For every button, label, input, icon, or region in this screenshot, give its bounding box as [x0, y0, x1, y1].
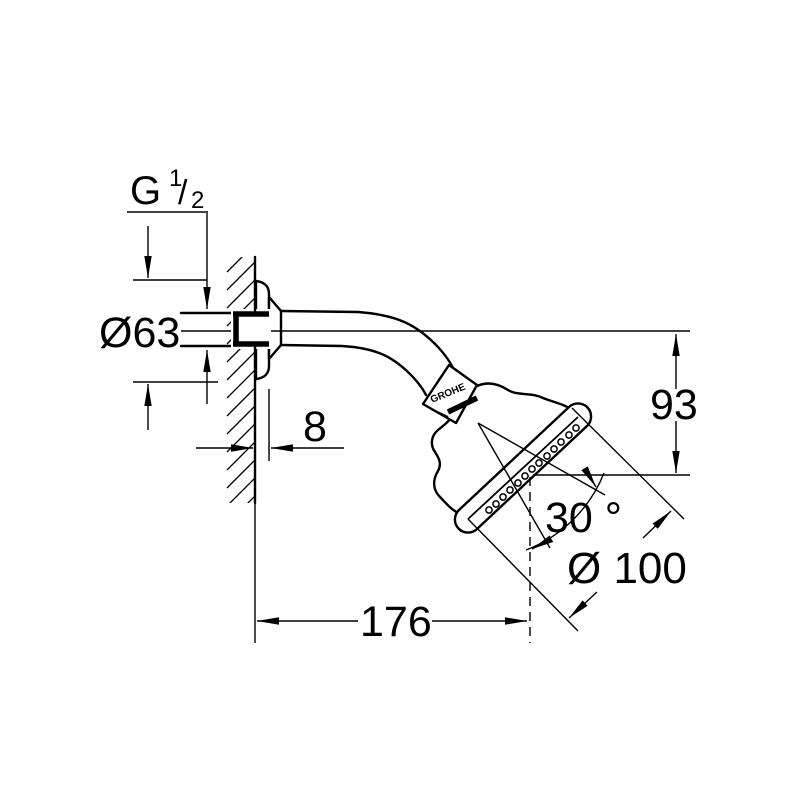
connection-nut: GROHE — [421, 363, 479, 425]
wall-offset-dimension: 8 — [196, 389, 344, 461]
flange-diameter-label: Ø63 — [99, 309, 180, 357]
supply-pipe — [179, 311, 242, 348]
thread-dimension: G 1 / 2 — [127, 165, 211, 404]
thread-size-denominator: 2 — [191, 187, 204, 214]
thread-size-slash: / — [178, 174, 188, 212]
flange-diameter-dimension: Ø63 — [99, 226, 218, 430]
wall-hatching — [226, 257, 256, 503]
head-diameter-dimension: Ø 100 — [467, 407, 687, 632]
head-diameter-label: Ø 100 — [567, 544, 687, 593]
thread-size-numerator: 1 — [169, 165, 182, 192]
spray-nozzles — [485, 424, 580, 514]
arm-projection-label: 176 — [360, 598, 432, 646]
spray-angle-annotation: 30 ° — [477, 422, 622, 551]
thread-size-label: G — [130, 169, 161, 213]
drop-height-label: 93 — [650, 381, 698, 429]
wall-offset-label: 8 — [303, 403, 327, 451]
drop-height-dimension: 93 — [533, 334, 698, 476]
wall-socket — [231, 309, 271, 349]
arm-projection-dimension: 176 — [257, 598, 527, 646]
spray-angle-label: 30 ° — [545, 494, 622, 542]
shower-arm — [279, 309, 456, 397]
